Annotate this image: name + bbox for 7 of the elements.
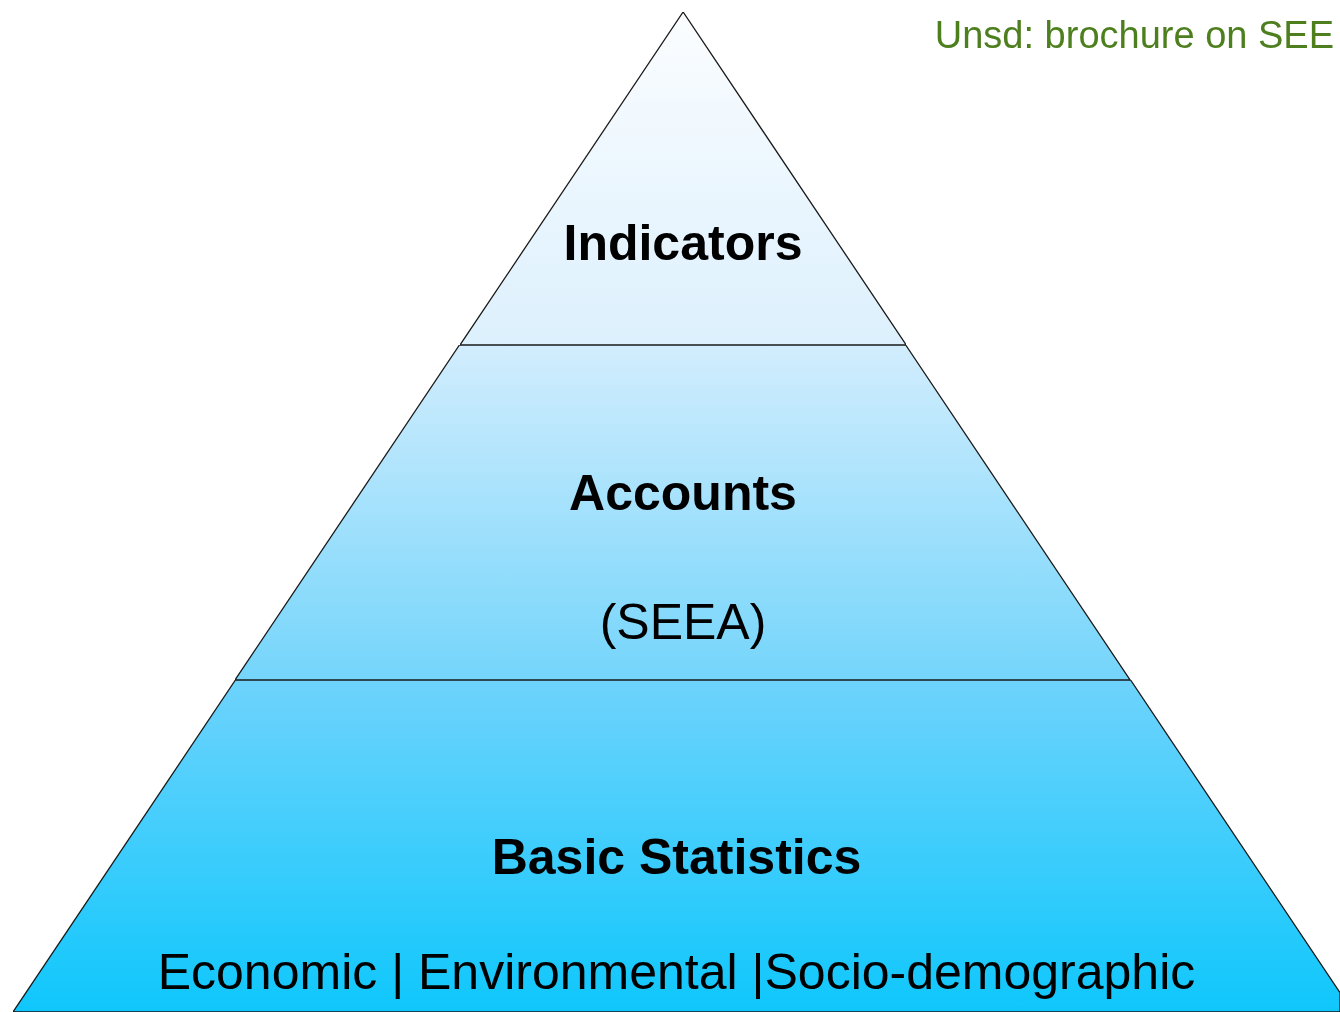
band-heading: Basic Statistics [491, 832, 862, 882]
band-heading: Indicators [563, 218, 803, 268]
source-note: Unsd: brochure on SEE [934, 14, 1334, 57]
band-subtitle: Economic | Environmental |Socio-demographic [157, 947, 1196, 997]
band-subtitle: (SEEA) [599, 597, 767, 647]
pyramid-band [13, 680, 1340, 1012]
band-heading: Accounts [569, 468, 797, 518]
